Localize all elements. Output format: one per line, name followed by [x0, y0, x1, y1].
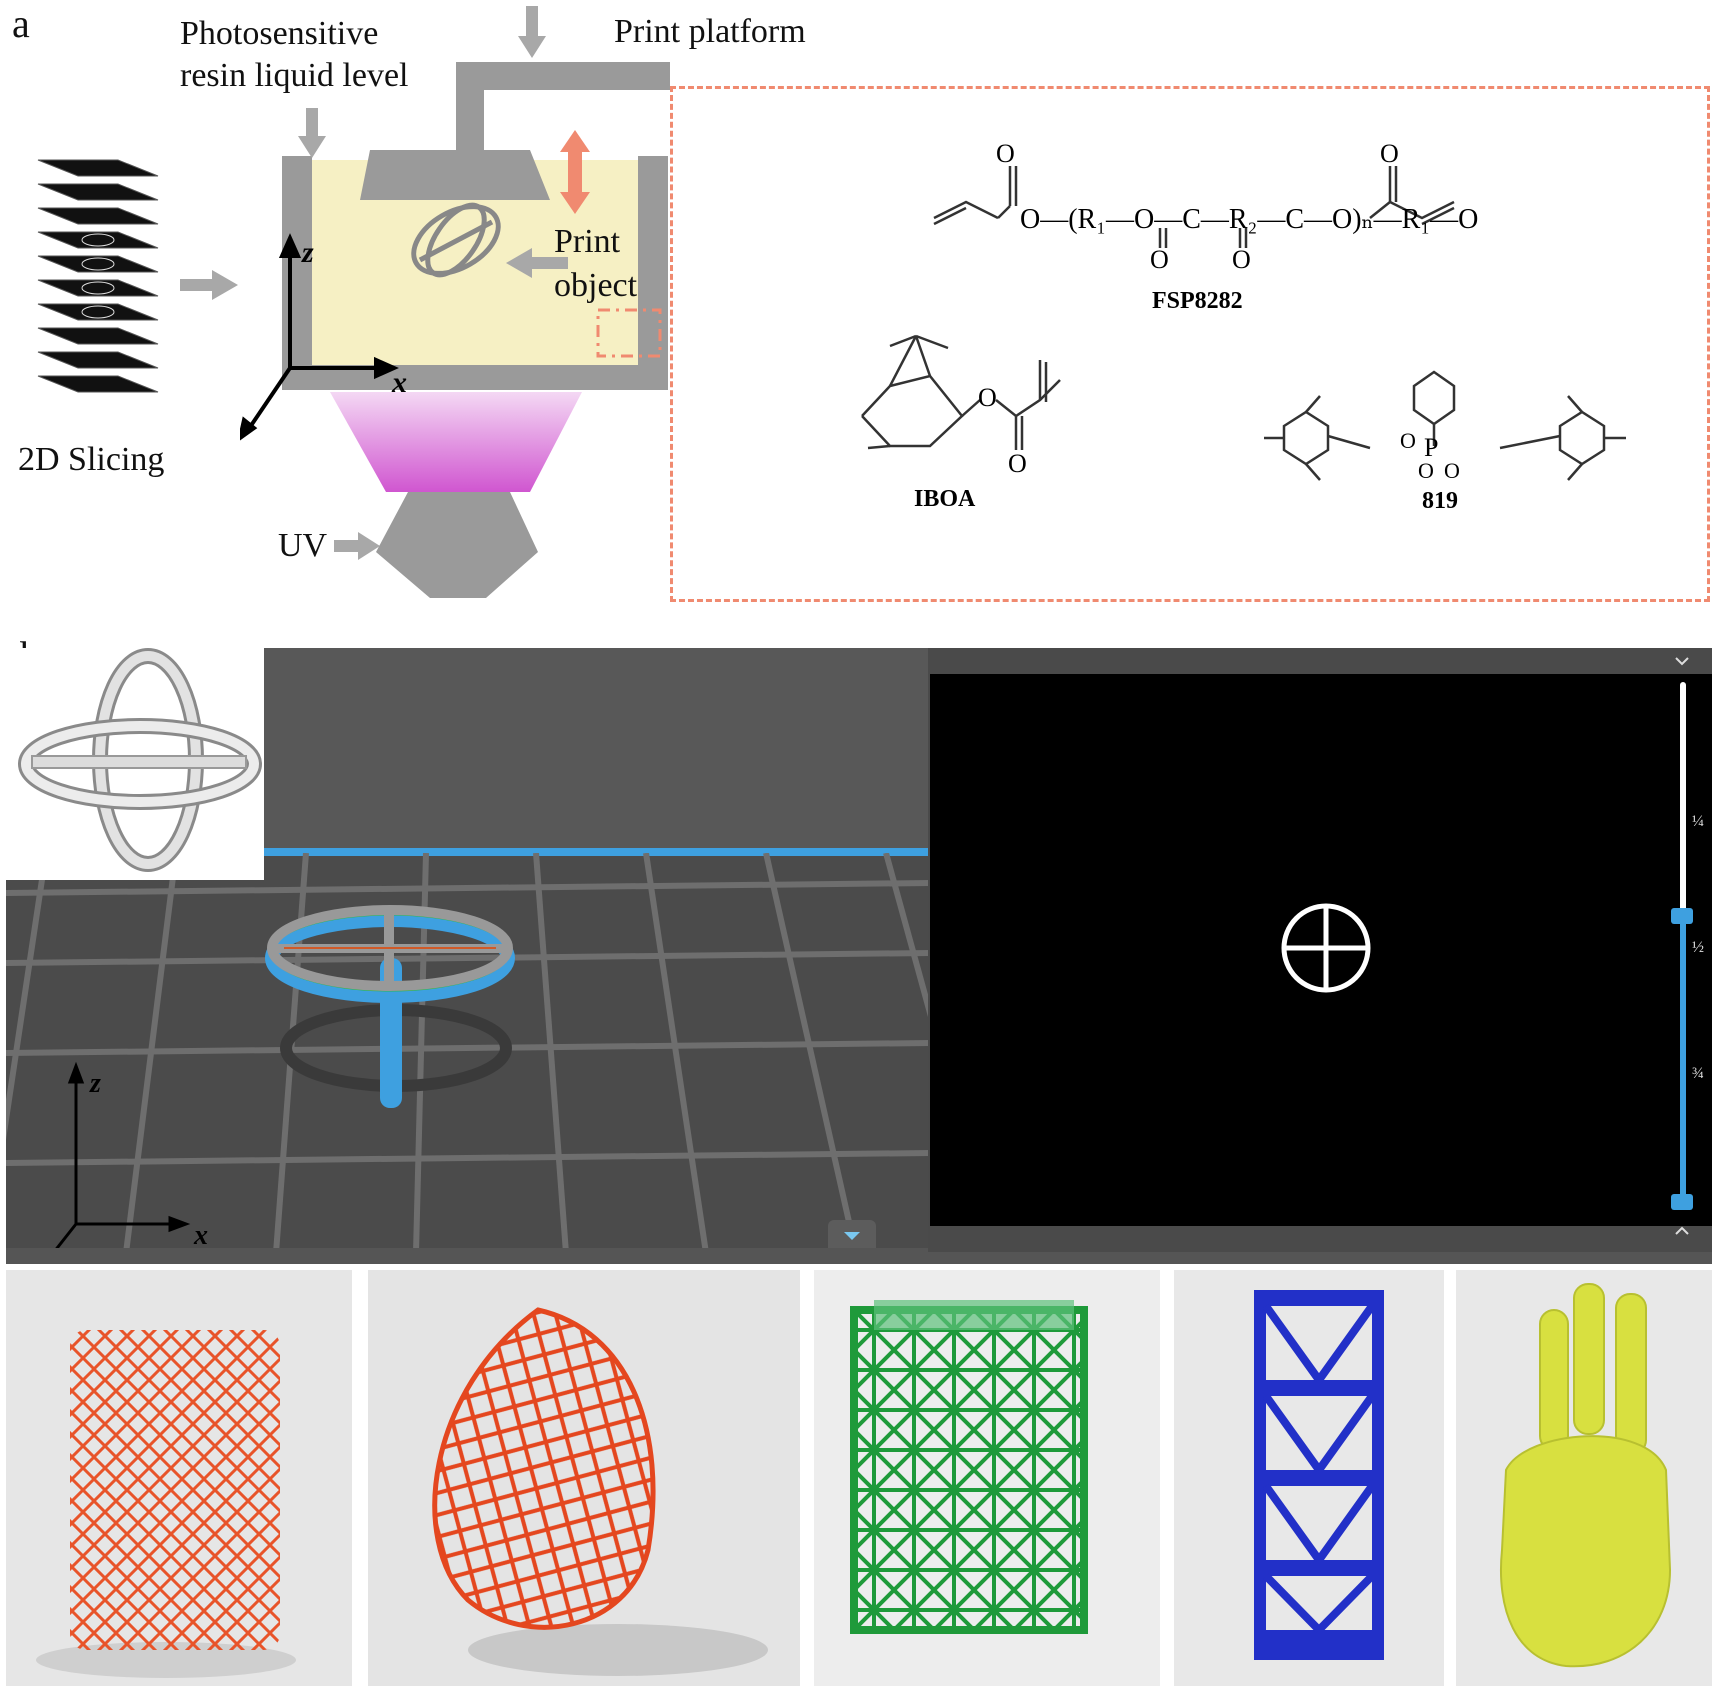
slice-layers: [37, 159, 159, 393]
photo-yellow-hand: [1456, 1270, 1712, 1686]
uv-lamp: [376, 492, 538, 598]
slider-thumb: [1671, 908, 1693, 924]
slider-tick-three-quarter: ¾: [1692, 1065, 1704, 1082]
pi-p: P: [1424, 433, 1438, 462]
collapse-toggle-button[interactable]: [828, 1220, 876, 1248]
slice-layer: [37, 375, 159, 393]
slice-layer: [37, 255, 159, 273]
build-area-edge: [262, 848, 930, 856]
iboa-o-carbonyl: O: [1008, 449, 1027, 478]
resin-level-arrow: [298, 108, 326, 158]
uv-arrow: [334, 532, 380, 560]
photo-orange-lattice-cylinder: [6, 1270, 352, 1686]
slice-layer: [37, 207, 159, 225]
pi-o-2: O: [1444, 458, 1460, 483]
slider-track-upper: [1680, 682, 1686, 930]
slicer-viewport[interactable]: z x y: [6, 648, 930, 1254]
slice-layer: [37, 279, 159, 297]
uv-beam: [330, 392, 582, 492]
fsp-o-c1: O: [1150, 245, 1169, 274]
slice-layer: [37, 183, 159, 201]
panel-a-letter: a: [12, 1, 30, 46]
slice-layer: [37, 303, 159, 321]
build-plate: [360, 150, 550, 200]
platform-arrow: [518, 6, 546, 58]
slider-track-lower: [1680, 916, 1686, 1202]
pi-o-p: O: [1400, 428, 1416, 453]
photo-orange-lattice-egg: [368, 1270, 800, 1686]
slice-layer: [37, 231, 159, 249]
zoom-box: [596, 308, 662, 358]
vat-diagram: z x y: [240, 6, 670, 598]
slice-ring: [81, 233, 115, 247]
z-motion-arrow: [560, 130, 590, 214]
slice-ring: [81, 257, 115, 271]
slice-image: [930, 674, 1658, 1226]
slice-layer: [37, 159, 159, 177]
iboa-name: IBOA: [914, 486, 976, 512]
object-label-1: Print: [554, 223, 621, 260]
chevron-down-icon: [844, 1232, 860, 1240]
uv-label: UV: [278, 527, 328, 564]
slider-tick-quarter: ¼: [1692, 813, 1704, 830]
slider-end-thumb: [1671, 1194, 1693, 1210]
fsp-o-c2: O: [1232, 245, 1251, 274]
photo-green-lattice-cube: [814, 1270, 1160, 1686]
layer-slider[interactable]: ¼ ½ ¾: [1658, 652, 1712, 1252]
viewport-axis-x: x: [193, 1220, 208, 1251]
viewport-axes: z x y: [11, 1061, 208, 1254]
fsp-formula: O—(R₁—O—C—R₂—C—O)ₙ—R₁—O: [1020, 204, 1478, 235]
slice-layer: [37, 351, 159, 369]
viewport-bottom-bar: [6, 1248, 1712, 1264]
pi-o-1: O: [1418, 458, 1434, 483]
chevron-up-icon: [1675, 1226, 1689, 1235]
sliced-model[interactable]: [264, 888, 524, 1128]
chevron-down-icon: [1675, 657, 1689, 666]
resin-label-1: Photosensitive: [180, 15, 379, 52]
slice-ring: [81, 281, 115, 295]
vat-axes: [240, 233, 399, 441]
slice-stack: [37, 159, 159, 393]
photo-blue-lattice-tower: [1174, 1270, 1444, 1686]
fsp-name: FSP8282: [1152, 288, 1243, 314]
resin-label-2: resin liquid level: [180, 57, 409, 94]
vat-axis-x: x: [391, 366, 407, 399]
flow-arrow: [180, 270, 238, 300]
chemical-structures: O—(R₁—O—C—R₂—C—O)ₙ—R₁—O O O O O FSP8282 …: [861, 139, 1626, 514]
platform-label: Print platform: [614, 13, 806, 50]
chemistry-box: [670, 86, 1710, 602]
fsp-o-left: O: [996, 139, 1015, 168]
model-thumbnail: [6, 648, 264, 880]
vat-axis-z: z: [301, 236, 314, 269]
print-object: [411, 202, 501, 278]
iboa-o-ester: O: [978, 383, 997, 412]
viewport-axis-z: z: [89, 1068, 101, 1099]
slice-layer: [37, 327, 159, 345]
slice-ring: [81, 305, 115, 319]
pi-name: 819: [1422, 488, 1458, 514]
object-label-2: object: [554, 267, 638, 304]
slicing-label: 2D Slicing: [18, 441, 165, 478]
object-arrow: [506, 248, 568, 278]
fsp-o-right: O: [1380, 139, 1399, 168]
slider-tick-half: ½: [1692, 939, 1704, 956]
slice-cross-section: [1281, 903, 1371, 993]
